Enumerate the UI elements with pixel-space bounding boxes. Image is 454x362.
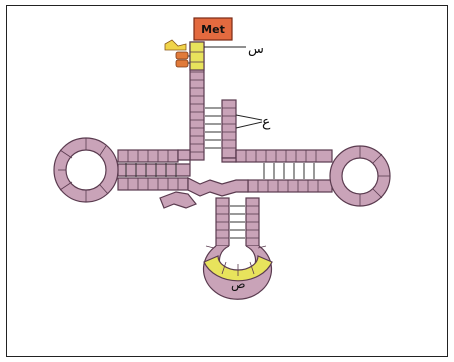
acceptor-end-segment (190, 42, 204, 70)
label-a: ع (262, 114, 271, 130)
d-arm (54, 138, 190, 202)
t-arm (222, 146, 390, 206)
label-c: ص (231, 277, 246, 292)
anticodon-arm (160, 178, 272, 299)
attached-bases (165, 40, 190, 67)
met-label: Met (201, 23, 225, 36)
amino-acid-met: Met (194, 18, 232, 40)
label-s: س (248, 42, 264, 57)
